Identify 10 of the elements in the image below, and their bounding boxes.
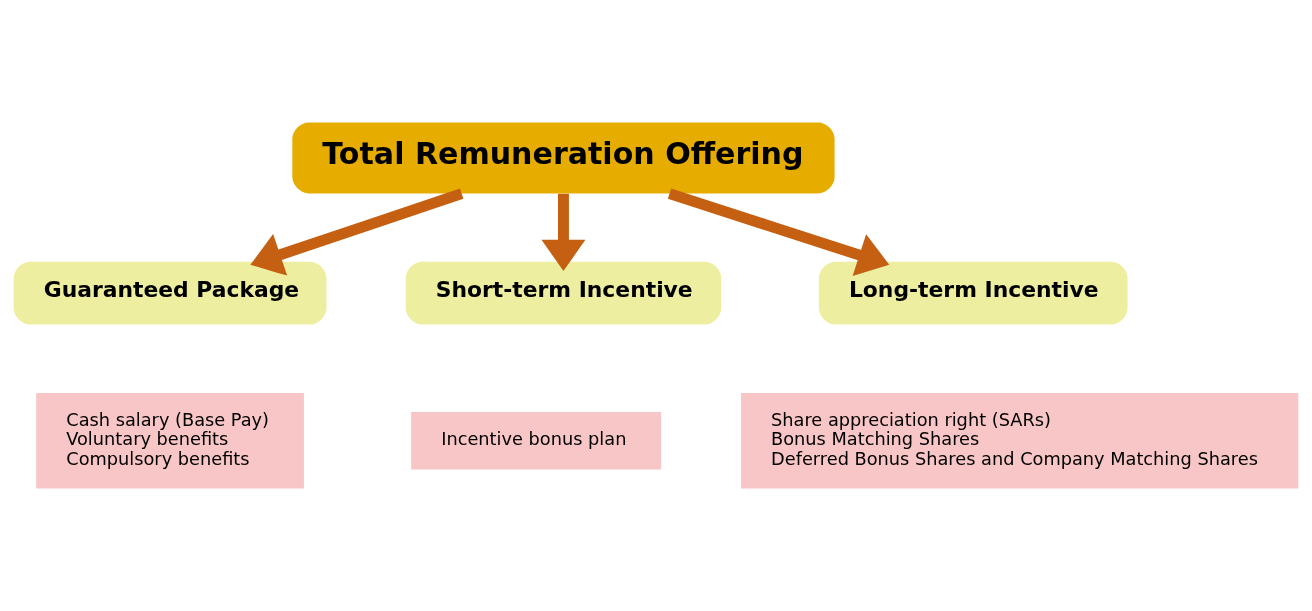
arrow [250,188,464,276]
node-box: Cash salary (Base Pay) Voluntary benefits Compulsory benefits [36,392,304,489]
node-box: Guaranteed Package [13,261,327,325]
node-box: Long-term Incentive [818,261,1128,325]
node-box: Total Remuneration Offering [292,122,835,194]
node-box: Share appreciation right (SARs) Bonus Matching Shares Deferred Bonus Shares and Company Matching Shares [741,392,1299,489]
node-box: Short-term Incentive [405,261,722,325]
arrow [541,193,586,272]
node-box: Incentive bonus plan [411,412,662,470]
arrow [667,188,890,276]
